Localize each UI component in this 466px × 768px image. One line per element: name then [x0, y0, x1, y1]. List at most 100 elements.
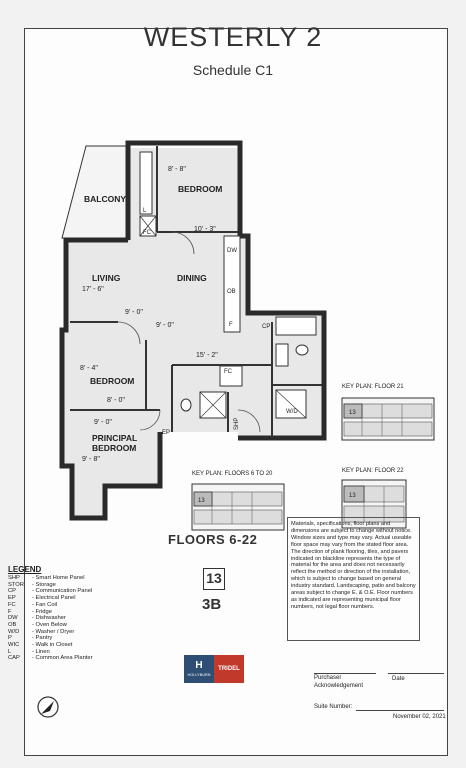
- label-fc2: FC: [224, 369, 233, 375]
- legend-row: OB - Oven Below: [8, 622, 138, 629]
- dim-living-h: 9' - 0": [125, 309, 143, 316]
- suite-type: 3B: [202, 596, 222, 613]
- room-balcony: BALCONY: [84, 194, 126, 204]
- label-f: F: [229, 322, 233, 328]
- suite-number-line: [356, 710, 444, 711]
- legend-row: EP - Electrical Panel: [8, 595, 138, 602]
- legend-desc: - Washer / Dryer: [32, 628, 75, 635]
- dim-bedroom-mid-w: 8' - 4": [80, 365, 98, 372]
- kitchen-counter: [223, 235, 241, 333]
- date-stamp: November 02, 2021: [393, 714, 446, 720]
- dim-principal-w: 9' - 0": [94, 419, 112, 426]
- legend-code: EP: [8, 595, 16, 602]
- legend-row: W/D - Washer / Dryer: [8, 629, 138, 636]
- exterior-wall: [125, 140, 327, 441]
- disclaimer-box: Materials, specifications, floor plans a…: [287, 517, 420, 641]
- hollyburn-logo: H HOLLYBURN: [184, 655, 214, 683]
- dim-living-w: 17' - 6": [82, 286, 104, 293]
- legend-desc: - Dishwasher: [32, 615, 66, 622]
- legend-row: CP - Communication Panel: [8, 588, 138, 595]
- key-plan-floors6-20: 13: [191, 483, 285, 531]
- legend-desc: - Common Area Planter: [32, 655, 93, 662]
- key-plan-floor21: 13: [341, 397, 435, 441]
- legend-desc: - Smart Home Panel: [32, 575, 85, 581]
- label-dw: DW: [227, 248, 237, 254]
- legend-row: STOR- Storage: [8, 582, 138, 589]
- room-bedroom-top: BEDROOM: [178, 184, 222, 194]
- legend-code: CP: [8, 588, 17, 595]
- dim-bedroom-top-h: 10' - 3": [194, 226, 216, 233]
- legend-desc: - Oven Below: [32, 621, 67, 628]
- floors-label: FLOORS 6-22: [168, 532, 258, 547]
- dim-bedroom-mid-h: 8' - 0": [107, 397, 125, 404]
- legend-code: FC: [8, 601, 16, 608]
- key-plan-floor22-title: KEY PLAN: FLOOR 22: [342, 468, 404, 474]
- legend-row: FC- Fan Coil: [8, 602, 138, 609]
- balcony: [61, 145, 129, 241]
- legend-title: LEGEND: [8, 565, 42, 574]
- dim-dining-w: 9' - 0": [156, 322, 174, 329]
- label-wd: W/D: [286, 409, 298, 415]
- hollyburn-wordmark: HOLLYBURN: [187, 673, 211, 677]
- developer-logos: H HOLLYBURN TRIDEL: [184, 655, 244, 683]
- room-principal: PRINCIPAL: [92, 433, 137, 443]
- legend-row: CAP- Common Area Planter: [8, 655, 138, 662]
- legend-code: F: [8, 608, 12, 615]
- key-plan-floor22: 13: [341, 479, 407, 529]
- vanity: [275, 343, 289, 367]
- date-signature-line: [388, 673, 444, 674]
- purchaser-signature-line: [314, 673, 376, 674]
- label-cp: CP: [262, 324, 270, 330]
- bathtub: [275, 316, 317, 336]
- room-bedroom-mid: BEDROOM: [90, 376, 134, 386]
- legend-row: F - Fridge: [8, 609, 138, 616]
- door-swing: [237, 409, 261, 433]
- toilet: [180, 398, 192, 412]
- unit-tag: 13: [198, 498, 205, 504]
- brand-title: WESTERLY 2: [143, 22, 323, 52]
- legend-code: P: [8, 635, 12, 642]
- legend-row: P- Pantry: [8, 635, 138, 642]
- legend-row: WIC - Walk in Closet: [8, 642, 138, 649]
- label-shp: SHP: [234, 418, 240, 430]
- purchaser-label: Purchaser: [314, 675, 342, 681]
- room-living: LIVING: [92, 273, 121, 283]
- unit-tag: 13: [349, 410, 356, 416]
- suite-number-box: 13: [203, 568, 225, 590]
- legend-code: SHP: [8, 575, 20, 581]
- date-label: Date: [392, 676, 405, 682]
- tridel-wordmark: TRIDEL: [218, 666, 240, 672]
- schedule-title: Schedule C1: [192, 62, 274, 78]
- label-fc: FC: [143, 230, 152, 236]
- tridel-logo: TRIDEL: [214, 655, 244, 683]
- legend-code: W/D: [8, 628, 20, 635]
- legend-code: L: [8, 648, 12, 655]
- unit-tag: 13: [349, 493, 356, 499]
- legend-desc: - Fridge: [32, 608, 52, 615]
- acknowledgement-label: Acknowledgement: [314, 683, 364, 689]
- key-plan-floors6-20-title: KEY PLAN: FLOORS 6 TO 20: [192, 471, 273, 477]
- legend-desc: - Walk in Closet: [32, 642, 73, 649]
- room-principal-bedroom: BEDROOM: [92, 443, 136, 453]
- legend-desc: - Communication Panel: [32, 588, 93, 595]
- legend-desc: - Electrical Panel: [32, 595, 76, 602]
- door-swing: [139, 409, 161, 431]
- legend-code: OB: [8, 621, 17, 628]
- legend-row: DW - Dishwasher: [8, 615, 138, 622]
- label-l: L: [143, 208, 147, 214]
- legend-code: DW: [8, 615, 18, 622]
- fan-coil-box: [219, 365, 243, 387]
- suite-number-label: Suite Number:: [314, 704, 353, 710]
- key-plan-floor21-title: KEY PLAN: FLOOR 21: [342, 384, 404, 390]
- label-ob: OB: [227, 289, 236, 295]
- legend-code: STOR: [8, 581, 24, 588]
- linen-closet: [139, 151, 153, 215]
- legend-code: WIC: [8, 642, 20, 649]
- toilet: [295, 344, 309, 356]
- dim-dining-h: 15' - 2": [196, 352, 218, 359]
- dim-bedroom-top-w: 8' - 8": [168, 166, 186, 173]
- room-dining: DINING: [177, 273, 207, 283]
- legend-row: SHP - Smart Home Panel: [8, 575, 138, 582]
